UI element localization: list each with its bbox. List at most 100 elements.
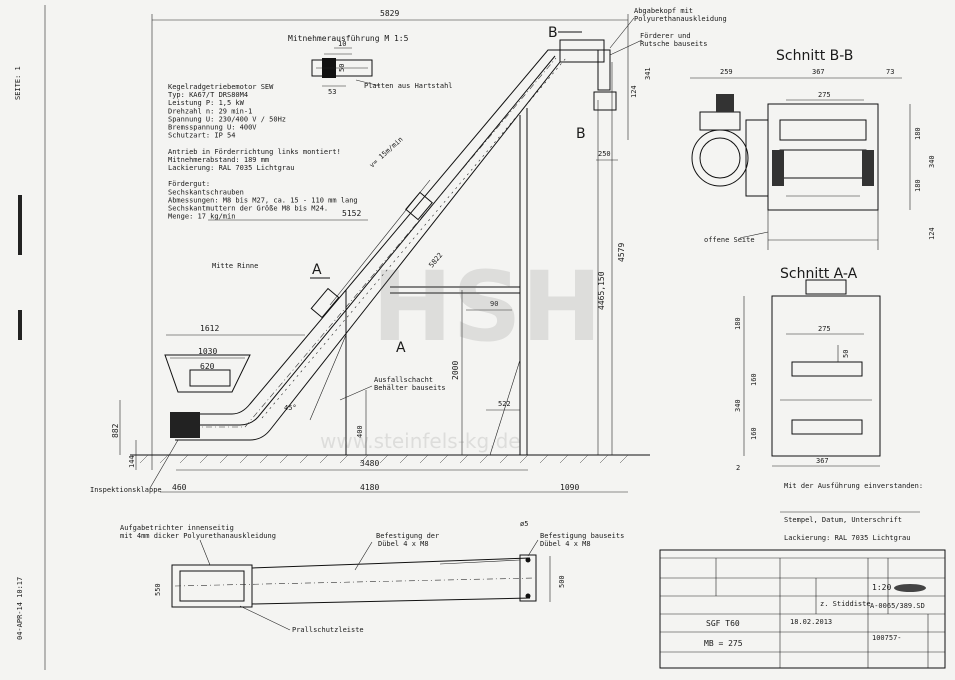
dim-10: 10 <box>338 40 346 48</box>
dim-5152: 5152 <box>342 209 361 218</box>
spec-line: Mitnehmerabstand: 189 mm <box>168 156 269 164</box>
conveyor-supports <box>309 108 528 456</box>
bb-dim-275: 275 <box>818 91 831 99</box>
label-abgabekopf: Abgabekopf mit <box>634 7 693 15</box>
dim-460: 460 <box>172 483 187 492</box>
label-behaelter: Behälter bauseits <box>374 384 446 392</box>
bb-dim-180: 180 <box>914 127 922 140</box>
aa-dim-2: 2 <box>736 464 740 472</box>
bb-dim-259: 259 <box>720 68 733 76</box>
label-platten: Platten aus Hartstahl <box>364 82 453 90</box>
spec-line: Menge: 17 kg/min <box>168 213 235 221</box>
label-stempel: Stempel, Datum, Unterschrift <box>784 516 902 524</box>
plan-view: Aufgabetrichter innenseitig mit 4mm dick… <box>120 520 624 634</box>
dim-overall-length: 5829 <box>380 9 399 18</box>
dim-144: 144 <box>128 455 136 468</box>
spec-line: Sechskantmuttern der Größe M8 bis M24. <box>168 205 328 213</box>
section-mark-b-top: B <box>548 25 558 41</box>
bb-dim-340: 340 <box>928 155 936 168</box>
dim-4579: 4579 <box>617 243 626 262</box>
spec-line: Fördergut: <box>168 180 210 188</box>
label-polyurethan: Polyurethanauskleidung <box>634 15 727 23</box>
dim-53: 53 <box>328 88 336 96</box>
approval-area: Stempel, Datum, Unterschrift Lackierung:… <box>780 511 920 542</box>
label-einverstanden: Mit der Ausführung einverstanden: <box>784 482 923 490</box>
section-b-b: Schnitt B-B 259 367 73 275 180 340 180 1… <box>690 48 936 250</box>
page-stamp: SEITE: 1 <box>14 66 22 100</box>
label-ausfallschacht: Ausfallschacht <box>374 376 433 384</box>
section-mark-b-bottom: B <box>576 126 586 142</box>
label-pu-lining: mit 4mm dicker Polyurethanauskleidung <box>120 532 276 540</box>
spec-line: Spannung U: 230/400 V / 50Hz <box>168 115 286 123</box>
plan-dim-500: 500 <box>558 575 566 588</box>
spec-line: Typ: KA67/T DRS80M4 <box>168 91 248 99</box>
fax-timestamp: 04-APR-14 10:17 <box>16 577 24 640</box>
label-befestigung-der: Befestigung der <box>376 532 439 540</box>
dim-2000: 2000 <box>451 361 460 380</box>
company-logo <box>894 584 926 592</box>
label-lackierung-approval: Lackierung: RAL 7035 Lichtgrau <box>784 534 910 542</box>
section-mark-a-bottom: A <box>396 340 406 356</box>
watermark: HSH www.steinfels-kg.de <box>320 251 602 453</box>
spec-line: Abmessungen: M8 bis M27, ca. 15 - 110 mm… <box>168 196 358 204</box>
title-product: SGF T60 <box>706 619 740 628</box>
label-foerderer: Förderer und <box>640 32 691 40</box>
spec-line: Leistung P: 1,5 kW <box>168 99 245 107</box>
label-prallschutzleiste: Prallschutzleiste <box>292 626 364 634</box>
dim-4180: 4180 <box>360 483 379 492</box>
title-scale: 1:20 <box>872 583 891 592</box>
floor-hatching <box>139 454 629 464</box>
dim-50: 50 <box>338 64 346 72</box>
aa-dim-50: 50 <box>842 350 850 358</box>
spec-line: Lackierung: RAL 7035 Lichtgrau <box>168 164 294 172</box>
dim-341: 341 <box>644 67 652 80</box>
section-aa-title: Schnitt A-A <box>780 266 858 282</box>
aa-dim-160: 160 <box>750 373 758 386</box>
spec-line: Sechskantschrauben <box>168 188 244 196</box>
aa-dim-367: 367 <box>816 457 829 465</box>
dim-620: 620 <box>200 362 215 371</box>
side-view: 5829 Mitnehmerausführung M 1:5 10 50 53 … <box>90 7 727 494</box>
label-d5: ø5 <box>520 520 528 528</box>
dim-4465: 4465,150 <box>597 271 606 310</box>
section-mark-a-top: A <box>312 262 322 278</box>
label-inspektionsklappe: Inspektionsklappe <box>90 486 162 494</box>
title-block: 1:20 A-0065/389.SD z. Stiddiste 18.02.20… <box>659 549 946 669</box>
dim-1612: 1612 <box>200 324 219 333</box>
dim-3480: 3480 <box>360 459 379 468</box>
spec-line: Schutzart: IP 54 <box>168 132 235 140</box>
mitnehmer-detail: 10 50 53 Platten aus Hartstahl <box>311 40 453 96</box>
label-rutsche: Rutsche bauseits <box>640 40 707 48</box>
bb-dim-367: 367 <box>812 68 825 76</box>
label-befestigung-bauseits: Befestigung bauseits <box>540 532 624 540</box>
plan-dim-550: 550 <box>154 583 162 596</box>
conveyor-body <box>170 39 617 441</box>
aa-dim-160b: 160 <box>750 427 758 440</box>
label-mitnehmer: Mitnehmerausführung M 1:5 <box>288 34 409 43</box>
title-mb: MB = 275 <box>704 639 743 648</box>
dim-1090: 1090 <box>560 483 579 492</box>
spec-line: Bremsspannung U: 400V <box>168 124 257 132</box>
angle-label: 45° <box>284 404 297 412</box>
feed-hopper: 1612 1030 620 <box>164 324 305 393</box>
dim-400: 400 <box>356 425 364 438</box>
bb-dim-180b: 180 <box>914 179 922 192</box>
section-a-a: Schnitt A-A 275 50 180 160 340 160 2 367… <box>734 266 923 490</box>
speed-label: v= 15m/min <box>368 135 405 169</box>
left-margin: SEITE: 1 04-APR-14 10:17 <box>14 5 46 670</box>
watermark-url: www.steinfels-kg.de <box>320 429 521 453</box>
dim-250: 250 <box>598 150 611 158</box>
spec-line: Antrieb in Förderrichtung links montiert… <box>168 148 341 156</box>
dim-124: 124 <box>630 85 638 98</box>
label-mitte-rinne: Mitte Rinne <box>212 262 258 270</box>
dim-1030: 1030 <box>198 347 217 356</box>
aa-dim-340: 340 <box>734 399 742 412</box>
aa-dim-275: 275 <box>818 325 831 333</box>
aa-dim-180: 180 <box>734 317 742 330</box>
title-date: 18.02.2013 <box>790 618 832 626</box>
bb-dim-124: 124 <box>928 227 936 240</box>
spec-line: Kegelradgetriebemotor SEW <box>168 83 274 91</box>
spec-line: Drehzahl n: 29 min-1 <box>168 107 252 115</box>
